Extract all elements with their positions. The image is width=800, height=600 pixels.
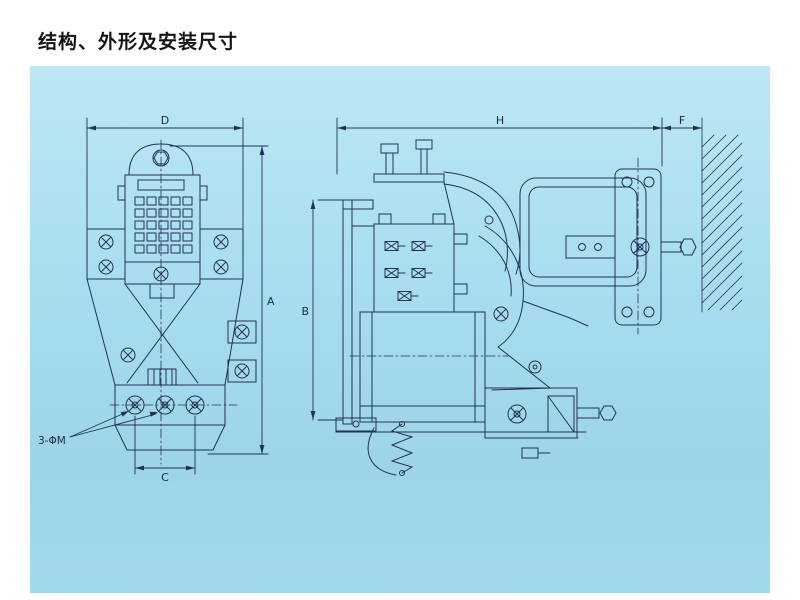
dimension-labels: D A C H F B 3-ΦM — [38, 114, 685, 484]
dim-label-h: H — [496, 114, 504, 127]
dim-label-a: A — [267, 295, 275, 308]
dim-label-d: D — [161, 114, 169, 127]
page-title: 结构、外形及安装尺寸 — [38, 31, 239, 53]
dim-label-b: B — [301, 305, 309, 318]
dimension-arrows — [87, 125, 702, 471]
dimension-lines — [69, 117, 703, 475]
drawing-panel: D A C H F B 3-ΦM — [30, 66, 770, 593]
front-view-drawing — [86, 143, 257, 451]
wall-hatching — [701, 117, 743, 313]
dim-label-c: C — [161, 471, 169, 484]
side-view-drawing — [335, 139, 697, 476]
dim-label-f: F — [679, 114, 685, 127]
technical-drawing: D A C H F B 3-ΦM — [38, 114, 743, 484]
mounting-holes-label: 3-ΦM — [38, 435, 66, 447]
